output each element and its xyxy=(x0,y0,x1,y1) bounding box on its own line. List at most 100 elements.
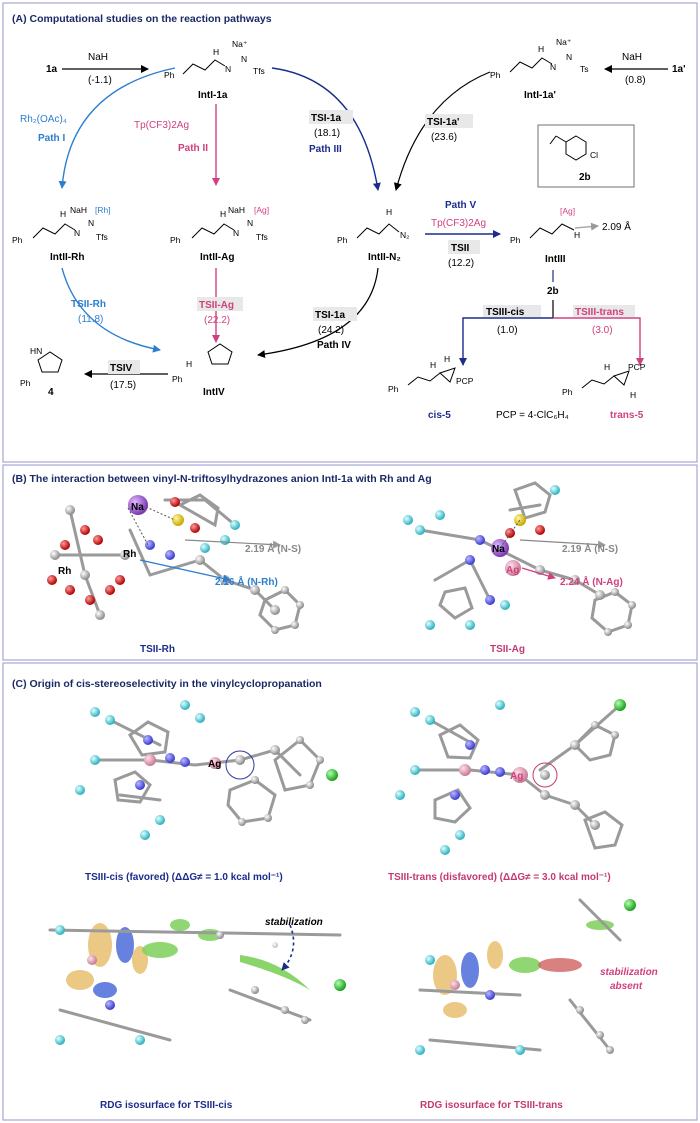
svg-text:Tfs: Tfs xyxy=(256,232,268,242)
svg-text:H: H xyxy=(574,230,580,240)
svg-text:[Ag]: [Ag] xyxy=(254,205,269,215)
arrow-path-4 xyxy=(257,267,379,359)
label-tsi1a-b: TSI-1a xyxy=(315,310,345,321)
panel-b: (B) The interaction between vinyl-N-trif… xyxy=(2,464,698,661)
label-ag-cis: Ag xyxy=(208,759,221,770)
arrow-path-1 xyxy=(58,67,176,189)
label-stabilization-absent-2: absent xyxy=(610,981,643,992)
label-tsiii-cis-dg: (1.0) xyxy=(497,325,518,336)
caption-rdg-trans: RDG isosurface for TSIII-trans xyxy=(420,1100,563,1111)
tsii-box xyxy=(448,240,480,254)
label-1a: 1a xyxy=(46,64,58,75)
label-trans-5: trans-5 xyxy=(610,410,644,421)
label-tsiv-dg: (17.5) xyxy=(110,380,136,391)
svg-text:PCP: PCP xyxy=(628,362,646,372)
structure-intiii: Ph [Ag] H 2.09 Å IntIII xyxy=(510,206,631,265)
panel-b-frame xyxy=(2,464,698,661)
svg-text:Ph: Ph xyxy=(164,70,175,80)
label-int1a-prime: IntI-1a' xyxy=(524,90,556,101)
label-intii-n2: IntII-N₂ xyxy=(368,252,401,263)
svg-text:N₂: N₂ xyxy=(400,230,409,240)
arrow-tsii-rh xyxy=(61,267,161,353)
caption-tsii-rh: TSII-Rh xyxy=(140,644,175,655)
label-tsi1a-dg: (18.1) xyxy=(314,128,340,139)
label-na-left: Na xyxy=(131,502,144,513)
svg-text:N: N xyxy=(241,54,247,64)
label-tsii-rh: TSII-Rh xyxy=(71,299,106,310)
svg-text:Tfs: Tfs xyxy=(253,66,265,76)
svg-text:H: H xyxy=(604,362,610,372)
tsi1a-prime-box xyxy=(425,114,473,128)
label-path-1: Path I xyxy=(38,133,65,144)
arrow-tsi1a-prime xyxy=(393,71,491,191)
label-dg-1: (-1.1) xyxy=(88,75,112,86)
structure-cis-5: Ph H H PCP cis-5 xyxy=(388,354,474,421)
label-tsiii-trans: TSIII-trans xyxy=(575,307,624,318)
label-dist-ns-left: 2.19 Å (N-S) xyxy=(245,542,301,555)
svg-text:H: H xyxy=(186,359,192,369)
arrow-path-3 xyxy=(271,67,381,191)
svg-text:N: N xyxy=(225,64,231,74)
label-stabilization-absent-1: stabilization xyxy=(600,967,658,978)
svg-text:H: H xyxy=(538,44,544,54)
svg-text:PCP: PCP xyxy=(456,376,474,386)
structure-intii-n2: Ph H N₂ IntII-N₂ xyxy=(337,207,409,263)
label-ag-catalyst: Tp(CF3)2Ag xyxy=(134,120,189,131)
svg-text:Na⁺: Na⁺ xyxy=(232,39,248,49)
label-intii-rh: IntII-Rh xyxy=(50,252,84,263)
arrow-tsiii-cis xyxy=(459,317,553,366)
molecule-tsii-rh: Na Rh Rh 2.19 Å (N-S) 2.16 Å (N-Rh) TSII… xyxy=(47,493,304,655)
label-path-4: Path IV xyxy=(317,340,351,351)
panel-a-frame xyxy=(2,2,698,463)
svg-text:Ph: Ph xyxy=(510,235,521,245)
svg-text:NaH: NaH xyxy=(228,205,245,215)
label-intiv: IntIV xyxy=(203,387,225,398)
label-tsi1a: TSI-1a xyxy=(311,113,341,124)
label-tsi1a-prime-dg: (23.6) xyxy=(431,132,457,143)
label-path-3: Path III xyxy=(309,144,342,155)
tsiv-box xyxy=(108,360,140,374)
rdg-isosurface-cis: stabilization RDG isosurface for TSIII-c… xyxy=(48,917,346,1111)
structure-product-4: HN Ph 4 xyxy=(20,346,63,398)
label-rh-bottom: Rh xyxy=(58,566,71,577)
svg-text:Ph: Ph xyxy=(12,235,23,245)
svg-text:Tfs: Tfs xyxy=(96,232,108,242)
structure-trans-5: Ph H PCP H trans-5 xyxy=(562,362,646,421)
box-2b: Cl 2b xyxy=(537,124,635,188)
panel-a: (A) Computational studies on the reactio… xyxy=(2,2,698,463)
tsiii-trans-box xyxy=(573,305,635,317)
svg-text:N: N xyxy=(566,52,572,62)
panel-c-frame xyxy=(2,662,698,1121)
label-tsii-ag: TSII-Ag xyxy=(199,300,234,311)
label-path-5: Path V xyxy=(445,200,476,211)
molecule-tsii-ag: Na Ag 2.19 Å (N-S) 2.24 Å (N-Ag) TSII-Ag xyxy=(403,481,636,655)
label-dist-nag: 2.24 Å (N-Ag) xyxy=(560,575,623,588)
caption-tsii-ag: TSII-Ag xyxy=(490,644,525,655)
tsii-ag-box xyxy=(197,297,243,311)
svg-text:H: H xyxy=(220,209,226,219)
label-intii-ag: IntII-Ag xyxy=(200,252,234,263)
label-rh-top: Rh xyxy=(123,549,136,560)
label-na-right: Na xyxy=(492,544,505,555)
structure-intii-ag: Ph H N N NaH [Ag] Tfs IntII-Ag xyxy=(170,205,269,263)
label-path-2: Path II xyxy=(178,143,208,154)
svg-text:H: H xyxy=(213,47,219,57)
rdg-isosurface-trans: stabilization absent RDG isosurface for … xyxy=(415,898,658,1111)
label-nah-2: NaH xyxy=(622,52,642,63)
caption-tsiii-trans: TSIII-trans (disfavored) (ΔΔG≠ = 3.0 kca… xyxy=(388,872,611,883)
structure-intii-rh: Ph H N N NaH [Rh] Tfs IntII-Rh xyxy=(12,205,111,263)
svg-text:Ph: Ph xyxy=(490,70,501,80)
svg-text:N: N xyxy=(233,228,239,238)
label-tsii-rh-dg: (11.8) xyxy=(78,314,103,325)
svg-text:[Ag]: [Ag] xyxy=(560,206,575,216)
label-dist-ns-right: 2.19 Å (N-S) xyxy=(562,542,618,555)
svg-text:Ph: Ph xyxy=(562,387,573,397)
structure-int1a: Ph H N N Tfs Na⁺ IntI-1a xyxy=(164,39,265,101)
label-tsiii-trans-dg: (3.0) xyxy=(592,325,613,336)
label-ag-trans: Ag xyxy=(510,771,523,782)
tsiii-cis-box xyxy=(483,305,541,317)
svg-text:N: N xyxy=(247,218,253,228)
label-dg-2: (0.8) xyxy=(625,75,646,86)
panel-b-title: (B) The interaction between vinyl-N-trif… xyxy=(12,473,432,485)
